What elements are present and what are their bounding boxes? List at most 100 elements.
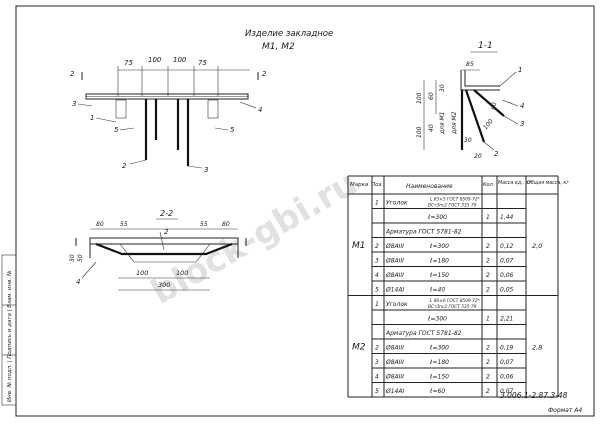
dim-bot-100r: 100 xyxy=(176,269,188,277)
cell-mass: 0,07 xyxy=(500,388,514,395)
callout-bot-4: 4 xyxy=(76,278,80,286)
dim-bot-80r: 80 xyxy=(222,221,230,228)
cell-spec: ℓ=150 xyxy=(429,374,449,381)
dim-sec-80: 80 xyxy=(491,102,498,110)
callout-top-4r: 4 xyxy=(258,106,262,114)
section-2-2: 2-2 80 55 55 80 100 100 300 30 50 2 4 xyxy=(69,209,247,291)
cell-name: Уголок xyxy=(386,200,408,207)
binding-stamp: Инв. № подл. | Подпись и дата | Взам. ин… xyxy=(1,254,17,406)
cell-mass: 0,05 xyxy=(500,287,514,294)
dim-top-4: 75 xyxy=(198,59,207,67)
format-label: Формат А4 xyxy=(548,407,582,414)
cell-mass: 0,19 xyxy=(500,345,514,352)
drawing-title: Изделие закладное xyxy=(245,29,333,39)
dim-top-3: 100 xyxy=(173,56,187,64)
cell-spec: L 63×5 ГОСТ 8509-72* xyxy=(430,197,481,203)
drawing-subtitle: М1, М2 xyxy=(262,42,295,52)
callout-sec-1: 1 xyxy=(518,66,522,74)
callout-top-5l: 5 xyxy=(114,126,119,134)
dim-sec-30: 30 xyxy=(439,84,446,92)
cell-spec: ℓ=300 xyxy=(429,345,449,352)
dim-sec-100b: 100 xyxy=(416,126,423,138)
cell-name: Ø8АIII xyxy=(385,243,404,250)
cell-name: Арматура ГОСТ 5781-82 xyxy=(385,330,462,337)
cell-qty: 2 xyxy=(486,243,490,250)
cell-qty: 1 xyxy=(486,214,490,221)
cell-spec: ℓ=60 xyxy=(429,388,445,395)
cell-mass: 0,07 xyxy=(500,258,514,265)
callout-top-4: 3 xyxy=(72,100,76,108)
cell-pos: 3 xyxy=(375,258,379,265)
cell-spec: ℓ=300 xyxy=(429,243,449,250)
th-name: Наименование xyxy=(406,183,453,190)
cell-name: Ø8АIII xyxy=(385,359,404,366)
dim-top-2: 100 xyxy=(148,56,162,64)
dim-bot-55r: 55 xyxy=(200,221,208,228)
cell-mass: 0,06 xyxy=(500,272,514,279)
dim-top-1: 75 xyxy=(124,59,133,67)
section-22-label: 2-2 xyxy=(160,209,173,218)
group-mark: М2 xyxy=(352,342,366,352)
dim-sec-20: 20 xyxy=(474,153,482,160)
cell-qty: 2 xyxy=(486,287,490,294)
callout-bot-2: 2 xyxy=(164,228,169,236)
cell-spec: ℓ=300 xyxy=(427,316,447,323)
group-total: 2,8 xyxy=(532,343,542,351)
cell-name: Уголок xyxy=(386,301,408,308)
cell-qty: 2 xyxy=(486,258,490,265)
cell-mass: 0,07 xyxy=(500,359,514,366)
callout-sec-3: 3 xyxy=(520,120,524,128)
cell-spec2: ВСт3пс2 ГОСТ 535-79 xyxy=(428,304,477,310)
th-mass: Масса ед., кг xyxy=(498,180,532,186)
dim-sec-40: 40 xyxy=(428,124,435,132)
cell-pos: 4 xyxy=(375,272,379,279)
cell-name: Ø8АIII xyxy=(385,272,404,279)
cell-spec: ℓ=150 xyxy=(429,272,449,279)
cell-qty: 2 xyxy=(486,388,490,395)
cell-name: Ø14АI xyxy=(385,388,404,395)
callout-top-2: 2 xyxy=(122,162,127,170)
cell-name: Арматура ГОСТ 5781-82 xyxy=(385,229,462,236)
cell-spec: ℓ=40 xyxy=(429,287,445,294)
section-mark-right: 2 xyxy=(262,70,267,78)
dim-sec-100c: 100 xyxy=(482,118,495,131)
dim-sec-100: 100 xyxy=(416,92,423,104)
group-total: 2,0 xyxy=(532,242,542,250)
document-code: 3.006.1-2.87.3-48 xyxy=(500,391,568,400)
cell-pos: 5 xyxy=(375,287,379,294)
th-pos: Поз. xyxy=(371,182,383,188)
group-mark: М1 xyxy=(352,241,366,251)
cell-pos: 4 xyxy=(375,374,379,381)
cell-mass: 0,12 xyxy=(500,243,514,250)
cell-spec: L 80×6 ГОСТ 8509-72* xyxy=(430,298,481,304)
label-m1: для М1 xyxy=(439,112,446,136)
cell-mass: 2,21 xyxy=(500,316,513,323)
callout-sec-2: 2 xyxy=(494,150,499,158)
cell-qty: 2 xyxy=(486,359,490,366)
cell-spec2: ВСт3пс2 ГОСТ 535-79 xyxy=(428,203,477,209)
cell-pos: 3 xyxy=(375,359,379,366)
cell-name: Ø8АIII xyxy=(385,345,404,352)
plan-view: 75 100 100 75 2 2 3 1 5 5 4 2 3 xyxy=(70,56,267,174)
cell-spec: ℓ=300 xyxy=(427,214,447,221)
cell-name: Ø8АIII xyxy=(385,258,404,265)
th-qty: Кол. xyxy=(483,182,494,188)
dim-bot-300: 300 xyxy=(158,281,170,289)
sheet-frame xyxy=(15,5,595,417)
dim-sec-60: 60 xyxy=(428,92,435,100)
cell-qty: 2 xyxy=(486,374,490,381)
section-11-label: 1-1 xyxy=(478,41,493,51)
stamp-text: Инв. № подл. | Подпись и дата | Взам. ин… xyxy=(7,270,13,402)
cell-pos: 1 xyxy=(375,301,379,308)
dim-sec-85: 85 xyxy=(466,61,474,68)
callout-top-1: 1 xyxy=(90,114,94,122)
cell-pos: 5 xyxy=(375,388,379,395)
cell-spec: ℓ=180 xyxy=(429,359,449,366)
dim-bot-55l: 55 xyxy=(120,221,128,228)
label-m2: для М2 xyxy=(451,111,458,135)
cell-qty: 2 xyxy=(486,272,490,279)
cell-pos: 1 xyxy=(375,200,379,207)
th-mark: Марка xyxy=(350,182,369,188)
